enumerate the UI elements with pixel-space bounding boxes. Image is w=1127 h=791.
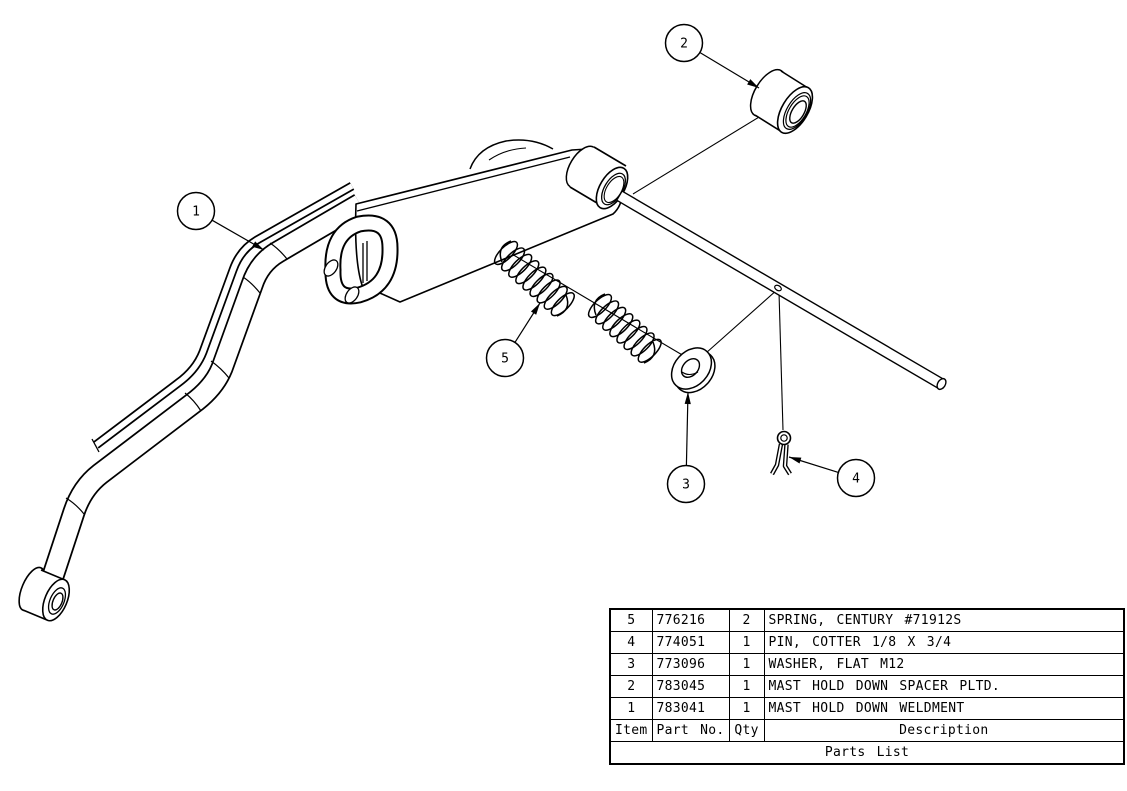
spring-coil (522, 266, 547, 291)
weldment-end-bushing (18, 566, 71, 622)
spring-coil (637, 338, 662, 363)
balloon-number: 1 (192, 205, 200, 220)
spring-coil (609, 313, 634, 338)
parts-header-cell: Item (609, 719, 653, 742)
balloon-4: 4 (788, 456, 876, 498)
parts-header-cell: Qty (728, 719, 765, 742)
parts-cell-item: 4 (609, 631, 653, 654)
spring-coil (529, 272, 554, 298)
spring-coil (630, 332, 655, 357)
parts-header-cell: Part No. (651, 719, 730, 742)
balloon-circle (664, 23, 704, 63)
balloon-leader-line (685, 391, 689, 466)
spring-coil (623, 325, 648, 351)
tube-bend-marks (65, 242, 288, 515)
weldment-loop (323, 214, 399, 305)
spring-coil (543, 285, 568, 310)
spring-coil (594, 300, 620, 325)
cotter-pin-axis-line (778, 291, 784, 431)
weldment-tube (39, 194, 366, 589)
parts-cell-part_no: 783041 (651, 697, 730, 720)
rod-end-face (936, 377, 947, 391)
spring-coil (616, 319, 641, 344)
leader-arrowhead (252, 241, 264, 250)
balloon-circle (485, 338, 525, 378)
parts-cell-qty: 1 (728, 631, 765, 654)
parts-list-title-row: Parts List (609, 741, 1125, 765)
parts-cell-part_no: 773096 (651, 653, 730, 676)
parts-cell-part_no: 774051 (651, 631, 730, 654)
spring-coil (550, 292, 575, 317)
weldment-strip (91, 182, 355, 453)
parts-cell-item: 2 (609, 675, 653, 698)
parts-cell-part_no: 776216 (651, 608, 730, 632)
parts-cell-qty: 1 (728, 653, 765, 676)
washer-axis-line (705, 288, 779, 354)
leader-arrowhead (789, 457, 802, 464)
parts-cell-qty: 1 (728, 697, 765, 720)
balloon-number: 3 (682, 478, 690, 493)
spring-coil (602, 306, 627, 331)
spring-coil (536, 279, 561, 304)
balloon-callouts: 1 2 3 4 5 (176, 23, 876, 504)
washer-drawing (670, 347, 716, 394)
rod-cotter-hole (774, 284, 782, 292)
weldment-boss (565, 145, 629, 210)
parts-cell-description: MAST HOLD DOWN WELDMENT (763, 697, 1125, 720)
leader-arrowhead (747, 79, 759, 88)
parts-cell-description: WASHER, FLAT M12 (763, 653, 1125, 676)
spring-coil (493, 240, 519, 266)
parts-cell-qty: 2 (728, 608, 765, 632)
spacer-axis-line (632, 113, 765, 195)
balloon-number: 5 (501, 352, 509, 367)
parts-cell-part_no: 783045 (651, 675, 730, 698)
parts-header-cell: Description (763, 719, 1125, 742)
balloon-number: 4 (852, 472, 860, 487)
weldment-rod (616, 190, 947, 391)
parts-cell-item: 1 (609, 697, 653, 720)
spacer-drawing (749, 68, 814, 135)
balloon-circle (836, 458, 876, 498)
balloon-number: 2 (680, 37, 688, 52)
balloon-5: 5 (485, 302, 541, 378)
parts-cell-item: 5 (609, 608, 653, 632)
balloon-2: 2 (664, 23, 760, 89)
spring-coil (515, 260, 540, 285)
spring-coil (508, 253, 533, 278)
springs-drawing (493, 240, 662, 364)
balloon-1: 1 (176, 191, 265, 251)
parts-list-title: Parts List (609, 741, 1125, 765)
balloon-circle (666, 464, 706, 504)
parts-cell-description: PIN, COTTER 1/8 X 3/4 (763, 631, 1125, 654)
leader-arrowhead (684, 392, 691, 405)
parts-cell-qty: 1 (728, 675, 765, 698)
spring-coil (587, 293, 613, 319)
balloon-3: 3 (666, 391, 706, 504)
parts-cell-description: SPRING, CENTURY #71912S (763, 608, 1125, 632)
leader-arrowhead (530, 303, 540, 315)
spring-coil (500, 247, 526, 272)
parts-cell-description: MAST HOLD DOWN SPACER PLTD. (763, 675, 1125, 698)
parts-cell-item: 3 (609, 653, 653, 676)
balloon-circle (176, 191, 216, 231)
cotter-pin-drawing (770, 430, 792, 476)
